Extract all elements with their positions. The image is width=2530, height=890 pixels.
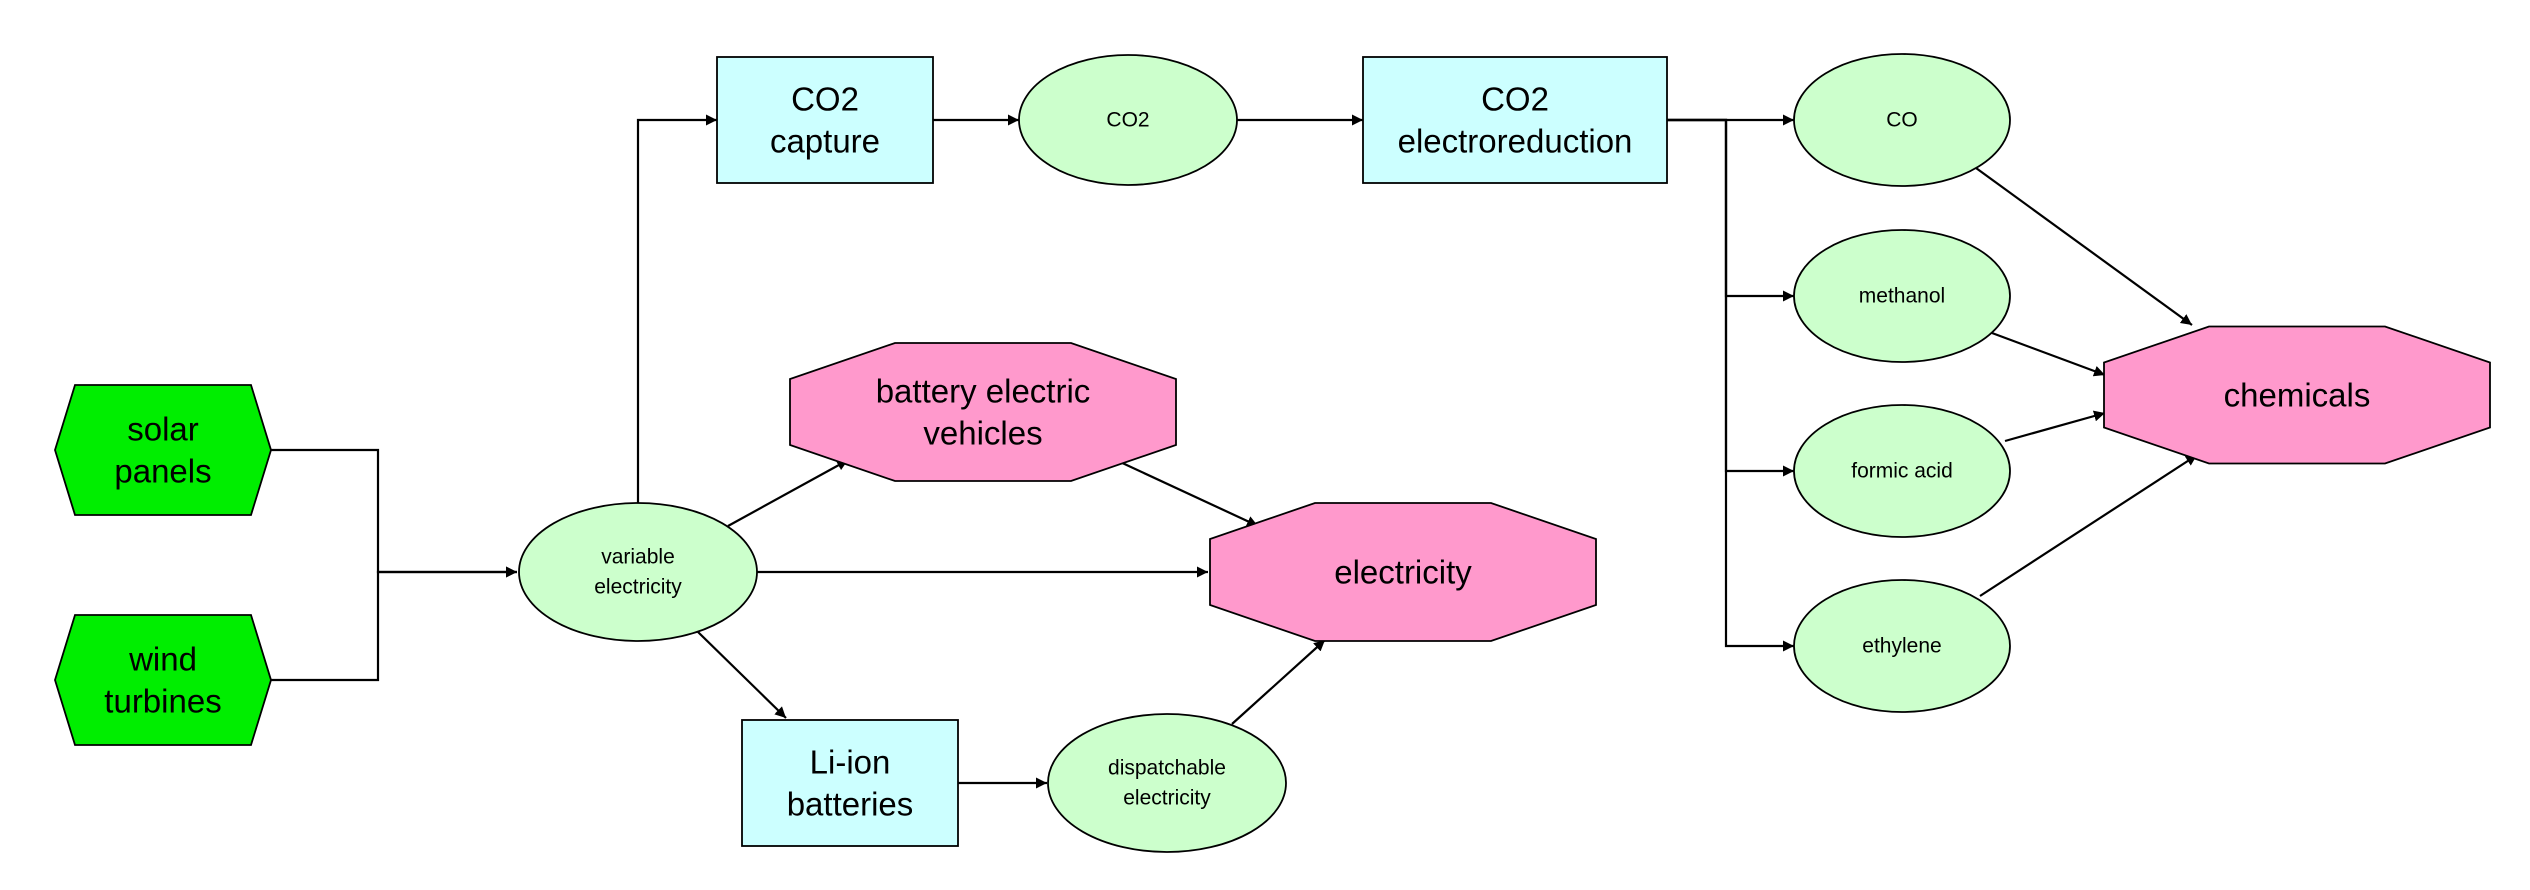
nodes: solar panels wind turbines variable electrici… [54,53,2491,853]
edge-variable-electricity-to-li-ion-batteries [697,631,787,719]
node-chemicals-shape [2103,325,2491,465]
node-dispatchable-electricity-label: dispatchable [1108,757,1226,780]
node-co2-electroreduction-shape [1362,56,1668,184]
edge-battery-electric-vehicles-to-electricity [1117,460,1259,527]
node-methanol: methanol [1793,229,2011,363]
node-methanol-label: methanol [1859,285,1945,308]
node-li-ion-batteries: Li-ion batteries [741,719,959,847]
edge-co-to-chemicals [1975,167,2193,326]
node-electricity-label: electricity [1334,554,1472,591]
edge-methanol-to-chemicals [1991,331,2106,377]
node-formic-acid-label: formic acid [1851,460,1953,483]
edges [271,114,2198,789]
node-wind-turbines: wind turbines [54,614,272,746]
node-co2-electroreduction: CO2 electroreduction [1362,56,1668,184]
node-wind-turbines-label: turbines [104,683,221,720]
node-formic-acid: formic acid [1793,404,2011,538]
edge-formic-acid-to-chemicals [2004,410,2106,443]
node-dispatchable-electricity: dispatchable electricity [1047,713,1287,853]
node-solar-panels-shape [54,384,272,516]
edge-variable-electricity-to-co2-capture [636,114,717,503]
node-chemicals: chemicals [2103,325,2491,465]
node-variable-electricity-label: variable [601,546,675,569]
node-electricity: electricity [1209,502,1597,642]
node-battery-electric-vehicles-label: vehicles [923,415,1042,452]
node-variable-electricity-shape [518,502,758,642]
node-ethylene: ethylene [1793,579,2011,713]
node-variable-electricity-label: electricity [594,576,682,599]
node-wind-turbines-shape [54,614,272,746]
node-wind-turbines-label: wind [128,641,197,678]
node-co2-electroreduction-label: electroreduction [1398,123,1633,160]
node-variable-electricity: variable electricity [518,502,758,642]
edge-solar-panels-to-variable-electricity [271,448,517,578]
edge-co2-electroreduction-to-ethylene [1667,118,1794,652]
node-co2-shape [1018,54,1238,186]
node-formic-acid-shape [1793,404,2011,538]
node-co2-capture: CO2 capture [716,56,934,184]
edge-wind-turbines-to-variable-electricity [271,566,517,682]
node-chemicals-label: chemicals [2224,377,2371,414]
node-li-ion-batteries-shape [741,719,959,847]
node-li-ion-batteries-label: Li-ion [810,744,891,781]
node-solar-panels: solar panels [54,384,272,516]
edge-variable-electricity-to-battery-electric-vehicles [727,459,849,527]
node-battery-electric-vehicles-label: battery electric [876,373,1091,410]
node-co2-capture-label: CO2 [791,81,859,118]
node-battery-electric-vehicles: battery electric vehicles [789,342,1177,482]
node-dispatchable-electricity-label: electricity [1123,787,1211,810]
node-dispatchable-electricity-shape [1047,713,1287,853]
node-co2-label: CO2 [1106,109,1149,132]
node-co2-capture-label: capture [770,123,880,160]
node-co-shape [1793,53,2011,187]
node-solar-panels-label: panels [114,453,211,490]
node-battery-electric-vehicles-shape [789,342,1177,482]
edge-ethylene-to-chemicals [1979,454,2198,597]
node-methanol-shape [1793,229,2011,363]
node-li-ion-batteries-label: batteries [787,786,914,823]
node-co-label: CO [1886,109,1918,132]
node-solar-panels-label: solar [127,411,199,448]
node-co2-capture-shape [716,56,934,184]
edge-dispatchable-electricity-to-electricity [1231,639,1326,725]
node-electricity-shape [1209,502,1597,642]
node-co: CO [1793,53,2011,187]
node-ethylene-shape [1793,579,2011,713]
node-co2-electroreduction-label: CO2 [1481,81,1549,118]
edge-co2-electroreduction-to-methanol [1667,118,1794,302]
node-ethylene-label: ethylene [1862,635,1941,658]
node-co2: CO2 [1018,54,1238,186]
